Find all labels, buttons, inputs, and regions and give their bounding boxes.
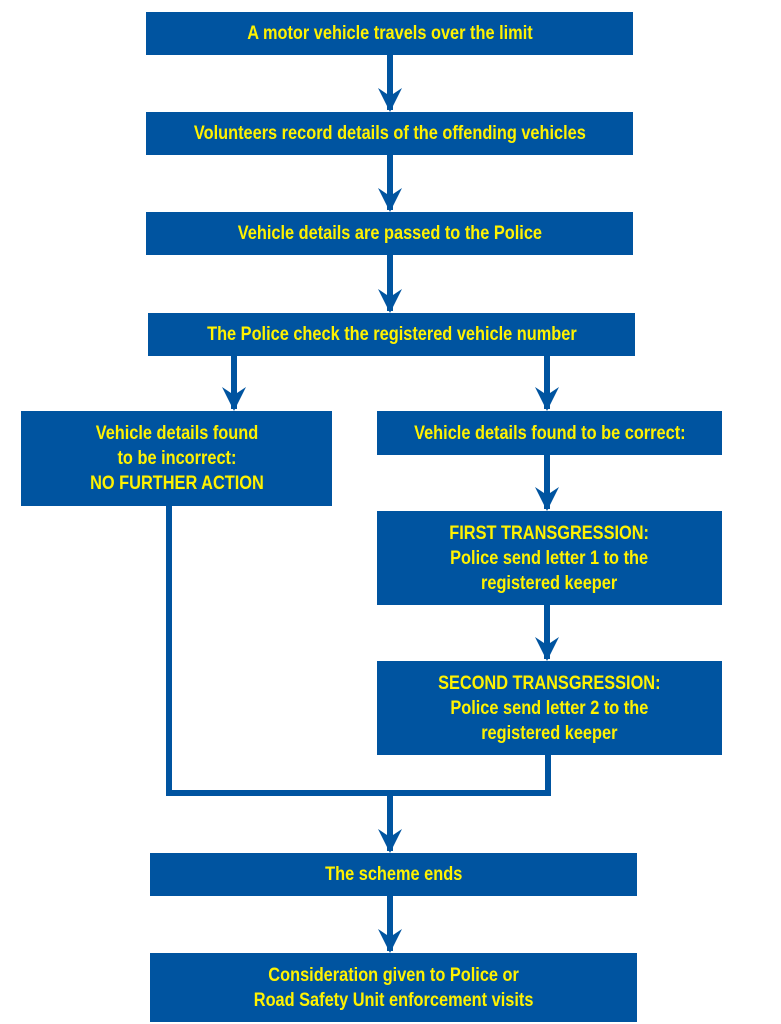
step-second-transgression: SECOND TRANSGRESSION: Police send letter… [377,661,722,755]
step-text: A motor vehicle travels over the limit [246,23,533,44]
arrowhead [378,188,402,212]
arrowhead [378,289,402,313]
step-enforcement-visits: Consideration given to Police or Road Sa… [150,953,637,1022]
step-details-incorrect: Vehicle details found to be incorrect: N… [21,411,332,506]
step-text: FIRST TRANSGRESSION: Police send letter … [449,522,650,594]
step-text: The scheme ends [324,864,463,885]
arrowhead [535,637,559,661]
arrowhead [378,88,402,112]
arrowhead [535,387,559,411]
step-passed-to-police: Vehicle details are passed to the Police [146,212,633,255]
step-volunteers-record: Volunteers record details of the offendi… [146,112,633,155]
step-first-transgression: FIRST TRANSGRESSION: Police send letter … [377,511,722,605]
arrowhead [378,829,402,853]
merge-line [166,506,551,796]
arrowhead [535,487,559,511]
step-text: Consideration given to Police or Road Sa… [253,964,534,1011]
step-police-check: The Police check the registered vehicle … [148,313,635,356]
step-text: Volunteers record details of the offendi… [193,123,586,144]
step-speeding-vehicle: A motor vehicle travels over the limit [146,12,633,55]
step-text: Vehicle details are passed to the Police [237,223,542,244]
step-scheme-ends: The scheme ends [150,853,637,896]
arrowhead [222,387,246,411]
step-text: SECOND TRANSGRESSION: Police send letter… [438,672,661,744]
arrowhead [378,929,402,953]
step-text: The Police check the registered vehicle … [206,324,577,345]
step-details-correct: Vehicle details found to be correct: [377,411,722,455]
step-text: Vehicle details found to be correct: [413,422,686,444]
step-text: Vehicle details found to be incorrect: N… [89,423,264,494]
